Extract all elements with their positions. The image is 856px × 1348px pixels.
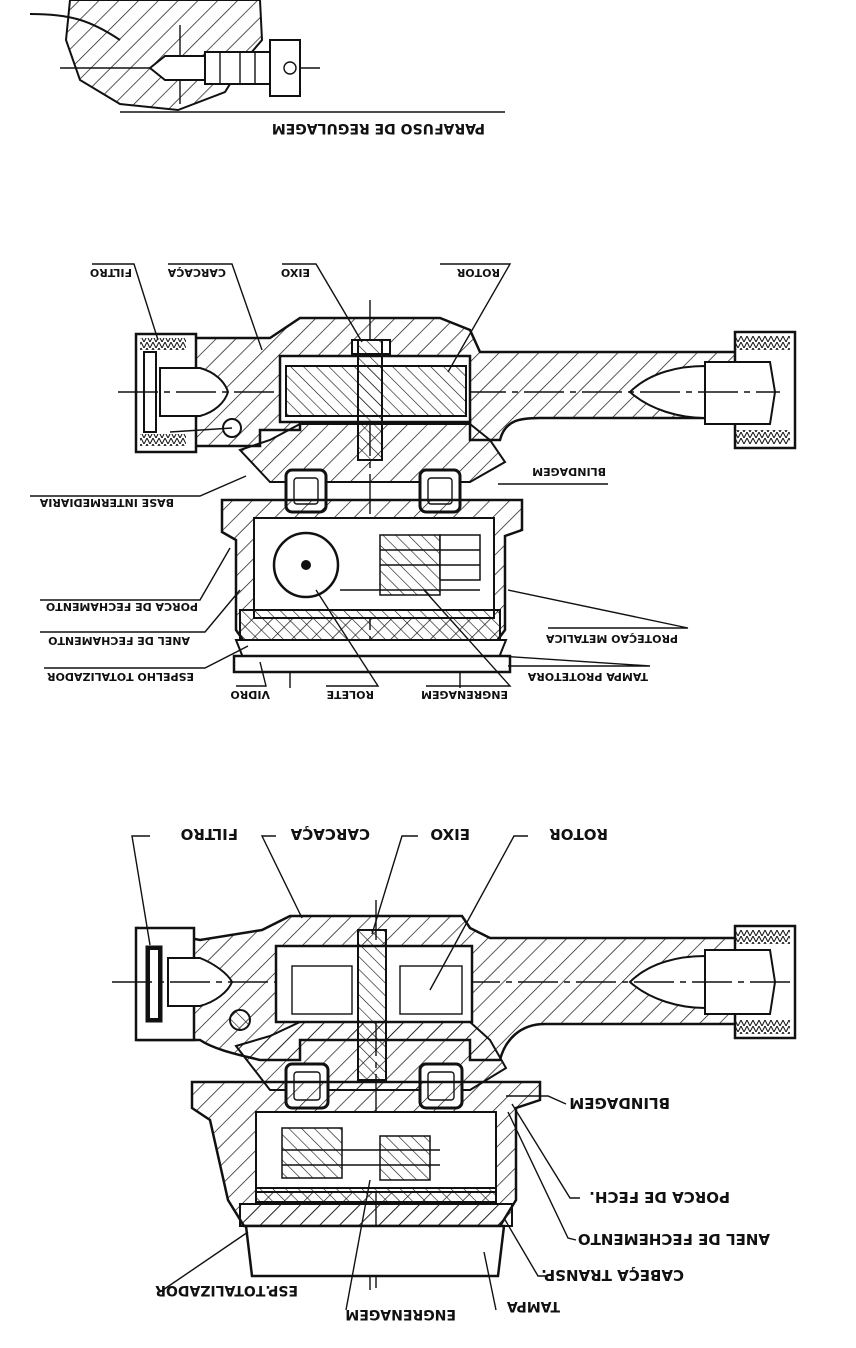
bottom-dial-mirror (255, 1187, 497, 1203)
top-label-espelho-totalizador: ESPELHO TOTALIZADOR (47, 670, 194, 683)
bottom-label-rotor: ROTOR (549, 825, 608, 843)
top-label-protecao-metalica: PROTEÇAO METALICA (546, 632, 678, 645)
top-section-view: FILTRO CARCAÇA EIXO ROTOR BLINDAGEM BASE… (30, 263, 797, 701)
bottom-label-cabeca-transp: CABEÇA TRANSP. (541, 1266, 684, 1284)
regulating-screw (148, 39, 301, 97)
bottom-label-filtro: FILTRO (181, 825, 238, 843)
top-label-vidro: VIDRO (230, 688, 270, 701)
top-label-carcaca: CARCAÇA (167, 266, 226, 279)
bottom-label-esp-totalizador: ESP.TOTALIZADOR (155, 1282, 298, 1298)
top-label-eixo: EIXO (281, 266, 310, 279)
top-protective-cap (232, 654, 512, 674)
bottom-intermediate-base (234, 1021, 508, 1091)
bottom-label-blindagem: BLINDAGEM (569, 1094, 670, 1112)
top-label-tampa-protetora: TAMPA PROTETORA (527, 670, 648, 683)
top-dial-mirror (239, 609, 501, 641)
top-label-engrenagem: ENGRENAGEM (421, 688, 508, 701)
top-label-anel-fechamento: ANEL DE FECHAMENTO (48, 634, 190, 647)
bottom-transparent-head (239, 1203, 513, 1227)
top-gear-train (340, 534, 481, 596)
bottom-label-eixo: EIXO (430, 825, 470, 843)
top-label-blindagem: BLINDAGEM (532, 465, 606, 478)
top-label-base-intermediaria: BASE INTERMEDIARIA (39, 496, 174, 509)
bottom-gear-train (281, 1127, 440, 1181)
top-intermediate-base (238, 423, 507, 483)
top-label-filtro: FILTRO (90, 266, 132, 279)
bottom-leaders (131, 835, 580, 1311)
bottom-section-view: FILTRO CARCAÇA EIXO ROTOR BLINDAGEM PORC… (112, 825, 797, 1322)
top-label-porca-fechamento: PORCA DE FECHAMENTO (46, 600, 198, 613)
top-label-rotor: ROTOR (456, 266, 500, 279)
bottom-regulating-ball (229, 1009, 251, 1031)
bottom-label-anel-fechemento: ANEL DE FECHEMENTO (578, 1230, 770, 1248)
top-leaders (30, 263, 689, 687)
bottom-label-porca-fech: PORCA DE FECH. (589, 1188, 730, 1206)
bottom-cap (244, 1224, 506, 1278)
bottom-label-carcaca: CARCAÇA (290, 825, 370, 843)
detail-regulating-screw: PARAFUSO DE REGULAGEM (29, 0, 505, 136)
top-label-rolete: ROLETE (327, 688, 374, 701)
bottom-label-engrenagem: ENGRENAGEM (345, 1306, 456, 1322)
detail-label-regulating-screw: PARAFUSO DE REGULAGEM (272, 120, 485, 136)
bottom-label-tampa: TAMPA (507, 1298, 560, 1314)
